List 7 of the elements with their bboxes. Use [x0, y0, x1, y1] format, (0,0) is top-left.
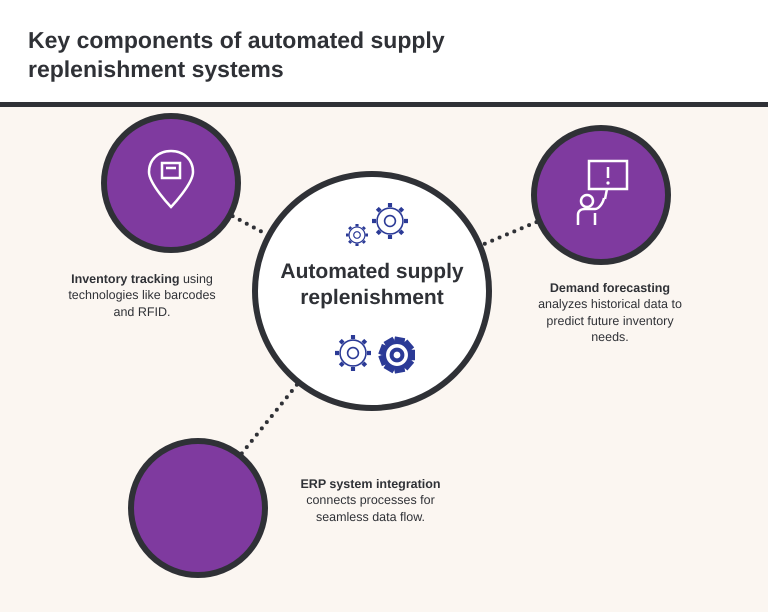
description-text: ERP system integration connects processes for seamless data flow.	[299, 476, 442, 525]
dotted-connector	[240, 382, 299, 456]
title: Key components of automated supply replenishment systems	[28, 26, 446, 84]
hub-label: Automated supply replenishment	[279, 259, 465, 312]
description-text: Demand forecasting analyzes historical data to predict future inventory needs.	[537, 280, 683, 345]
dotted-connector	[480, 220, 538, 247]
description-text: Inventory tracking using technologies like barcodes and RFID.	[67, 271, 217, 320]
